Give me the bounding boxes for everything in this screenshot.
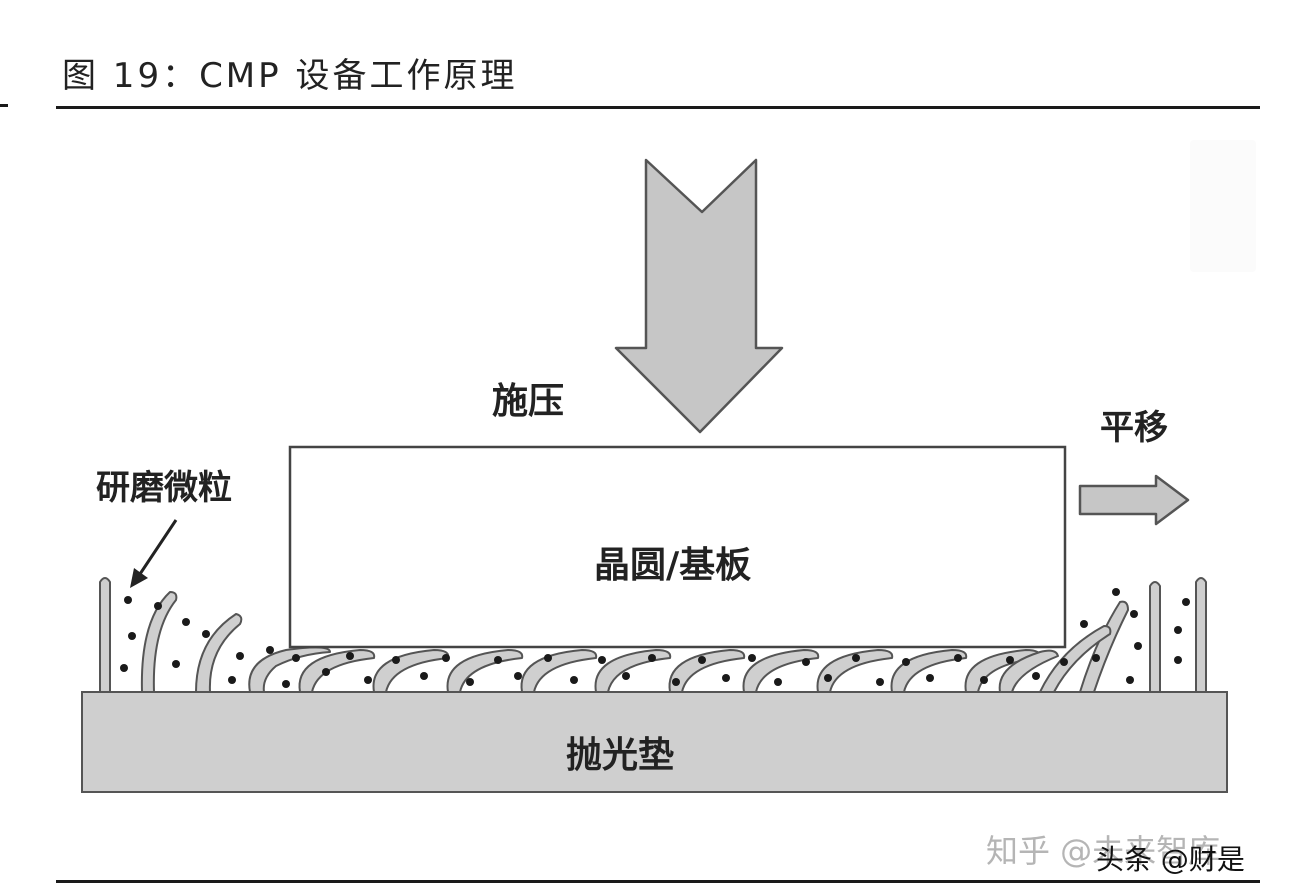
wafer-label: 晶圆/基板 (594, 545, 752, 586)
polishing-pad-label: 抛光垫 (566, 735, 675, 776)
abrasive-particles (120, 588, 1190, 688)
polishing-pad (81, 691, 1228, 793)
fiber-bent (998, 649, 1059, 693)
shift-arrow (1078, 474, 1190, 526)
fiber-bent (594, 649, 672, 693)
pressure-arrow (614, 158, 784, 434)
fiber-bent (890, 649, 968, 693)
fiber-curved (195, 613, 243, 693)
fiber-curved (140, 591, 178, 693)
zhihu-watermark: 知乎 @未来智库 (986, 832, 1221, 870)
fiber-bent (816, 649, 894, 693)
figure-title: 图 19：CMP 设备工作原理 (62, 56, 518, 96)
left-tick (0, 104, 8, 107)
top-rule (56, 106, 1260, 109)
abrasive-particles-label: 研磨微粒 (96, 468, 232, 508)
fiber-bent (298, 649, 376, 693)
pressure-label: 施压 (492, 381, 565, 422)
fiber-bent (742, 649, 820, 693)
particle-pointer (130, 519, 178, 588)
fiber-curved (1079, 600, 1129, 693)
toutiao-watermark: 头条 @财是 (1096, 843, 1245, 876)
faded-artifact (1190, 140, 1256, 272)
fiber-curved (1039, 625, 1112, 693)
fiber-bent (446, 649, 524, 693)
shift-label: 平移 (1100, 408, 1168, 448)
fiber-upright (1149, 581, 1161, 693)
fiber-bent (248, 646, 331, 693)
fiber-upright (1195, 577, 1207, 693)
fiber-bent (372, 649, 450, 693)
wafer-substrate (288, 445, 1067, 649)
fiber-upright (99, 577, 111, 693)
bottom-rule (56, 880, 1260, 883)
fiber-bent (668, 649, 746, 693)
fiber-bent (520, 649, 598, 693)
